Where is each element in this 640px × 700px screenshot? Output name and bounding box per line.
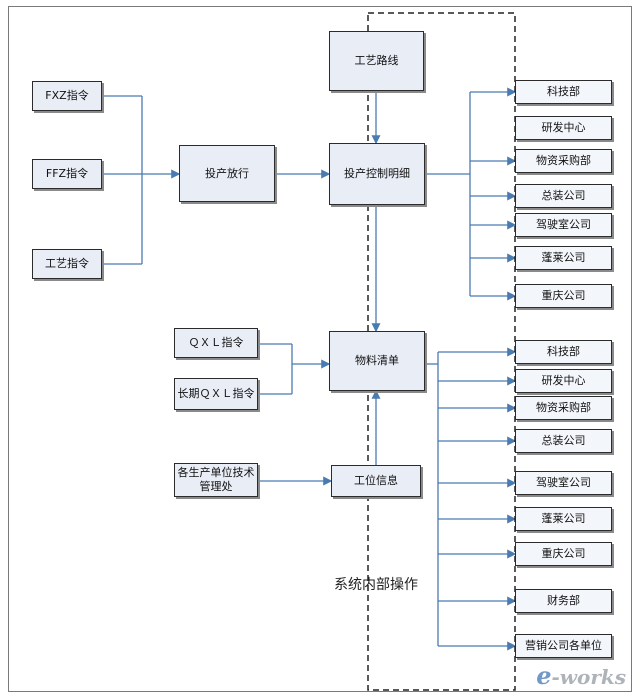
top-dept-1: 研发中心 bbox=[515, 116, 612, 140]
gesheng-jishu-box: 各生产单位技术管理处 bbox=[174, 463, 258, 497]
bottom-dept-2: 物资采购部 bbox=[515, 396, 612, 420]
top-dept-5: 蓬莱公司 bbox=[515, 246, 612, 270]
bottom-dept-0: 科技部 bbox=[515, 340, 612, 364]
touchan-fangxing-box: 投产放行 bbox=[179, 145, 275, 202]
gongwei-xinxi-box: 工位信息 bbox=[331, 465, 421, 497]
bottom-dept-5: 蓬莱公司 bbox=[515, 507, 612, 531]
touchan-kongzhi-box: 投产控制明细 bbox=[329, 143, 425, 205]
bottom-dept-8: 营销公司各单位 bbox=[515, 634, 612, 658]
eworks-watermark-logo: e-works bbox=[536, 661, 626, 690]
gongyi-instruction-box: 工艺指令 bbox=[32, 249, 102, 279]
bottom-dept-7: 财务部 bbox=[515, 589, 612, 613]
bottom-dept-1: 研发中心 bbox=[515, 369, 612, 393]
qxl-instruction-box: ＱＸＬ指令 bbox=[174, 328, 258, 358]
bottom-dept-6: 重庆公司 bbox=[515, 542, 612, 566]
system-internal-label: 系统内部操作 bbox=[334, 577, 418, 593]
bottom-dept-3: 总装公司 bbox=[515, 429, 612, 453]
top-dept-3: 总装公司 bbox=[515, 184, 612, 208]
top-dept-6: 重庆公司 bbox=[515, 284, 612, 308]
fxz-instruction-box: FXZ指令 bbox=[32, 81, 102, 111]
top-dept-0: 科技部 bbox=[515, 80, 612, 104]
bottom-dept-4: 驾驶室公司 bbox=[515, 471, 612, 495]
top-dept-4: 驾驶室公司 bbox=[515, 213, 612, 237]
changqi-qxl-instruction-box: 长期ＱＸＬ指令 bbox=[174, 378, 258, 410]
wuliao-qingdan-box: 物料清单 bbox=[329, 331, 425, 391]
diagram-frame bbox=[8, 6, 632, 692]
ffz-instruction-box: FFZ指令 bbox=[32, 159, 102, 189]
gongyi-luxian-box: 工艺路线 bbox=[329, 31, 424, 91]
top-dept-2: 物资采购部 bbox=[515, 149, 612, 173]
